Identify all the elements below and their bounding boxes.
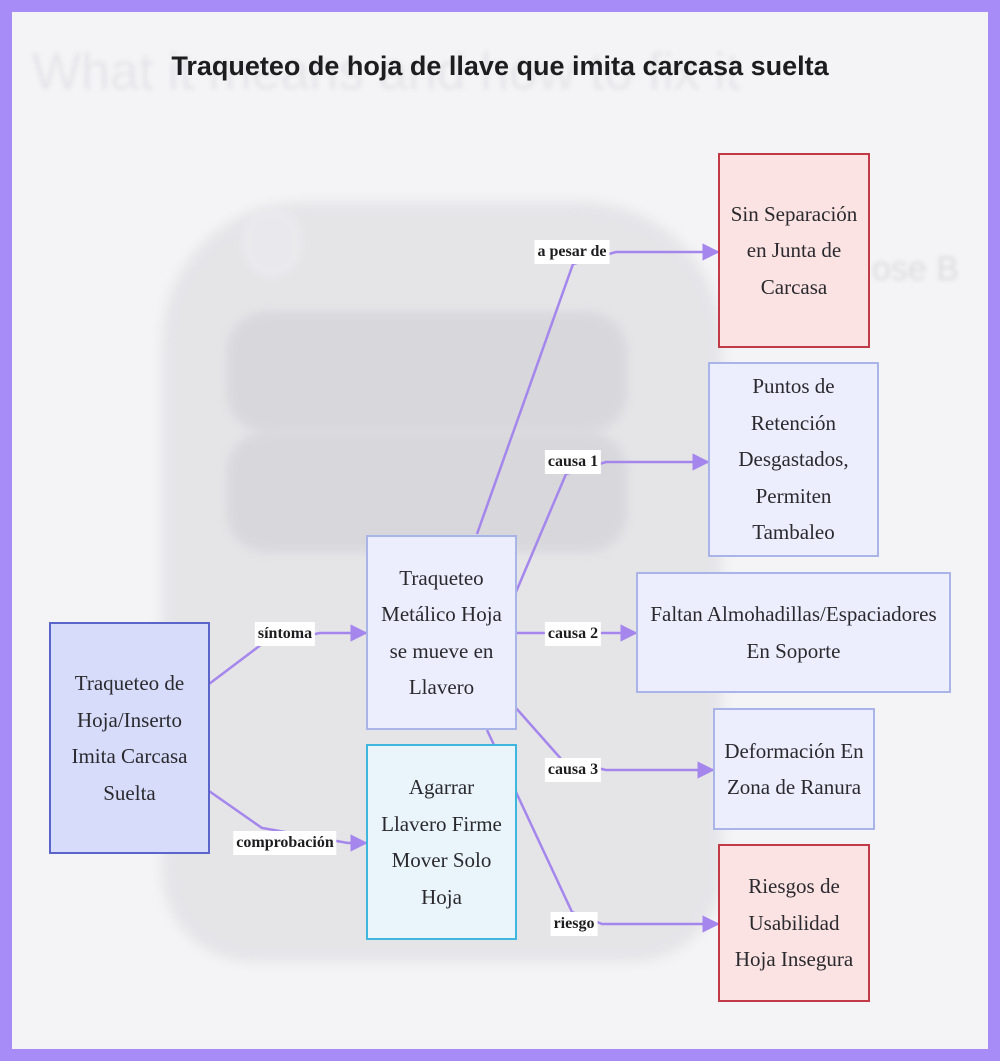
node-symptom-metallic-rattle[interactable]: Traqueteo Metálico Hoja se mueve en Llav…	[366, 535, 517, 730]
edge-label-riesgo: riesgo	[550, 912, 598, 936]
edge-label-comprobacion: comprobación	[233, 831, 337, 855]
edge-a-pesar-de	[475, 243, 720, 535]
edge-label-sintoma: síntoma	[254, 622, 316, 646]
edge-label-causa2: causa 2	[544, 622, 602, 646]
node-no-gap-at-seam[interactable]: Sin Separación en Junta de Carcasa	[718, 153, 870, 348]
node-check-grip-fob[interactable]: Agarrar Llavero Firme Mover Solo Hoja	[366, 744, 517, 940]
background-watermark-2: ose B	[872, 250, 959, 288]
node-root-rattle[interactable]: Traqueteo de Hoja/Inserto Imita Carcasa …	[49, 622, 210, 854]
background-key-fob-cap	[242, 207, 302, 277]
edge-label-a-pesar-de: a pesar de	[534, 240, 610, 264]
background-lock-button	[227, 312, 627, 432]
node-cause3-slot-deformation[interactable]: Deformación En Zona de Ranura	[713, 708, 875, 830]
diagram-title: Traqueteo de hoja de llave que imita car…	[171, 51, 829, 81]
background-watermark: What it means and how to fix it	[32, 43, 741, 101]
edge-label-causa1: causa 1	[544, 450, 602, 474]
edge-label-causa3: causa 3	[544, 758, 602, 782]
node-cause2-missing-pads[interactable]: Faltan Almohadillas/Espaciadores En Sopo…	[636, 572, 951, 693]
node-cause1-worn-retention[interactable]: Puntos de Retención Desgastados, Permite…	[708, 362, 879, 557]
node-risk-insecure-blade[interactable]: Riesgos de Usabilidad Hoja Insegura	[718, 844, 870, 1002]
edge-riesgo	[485, 729, 720, 933]
